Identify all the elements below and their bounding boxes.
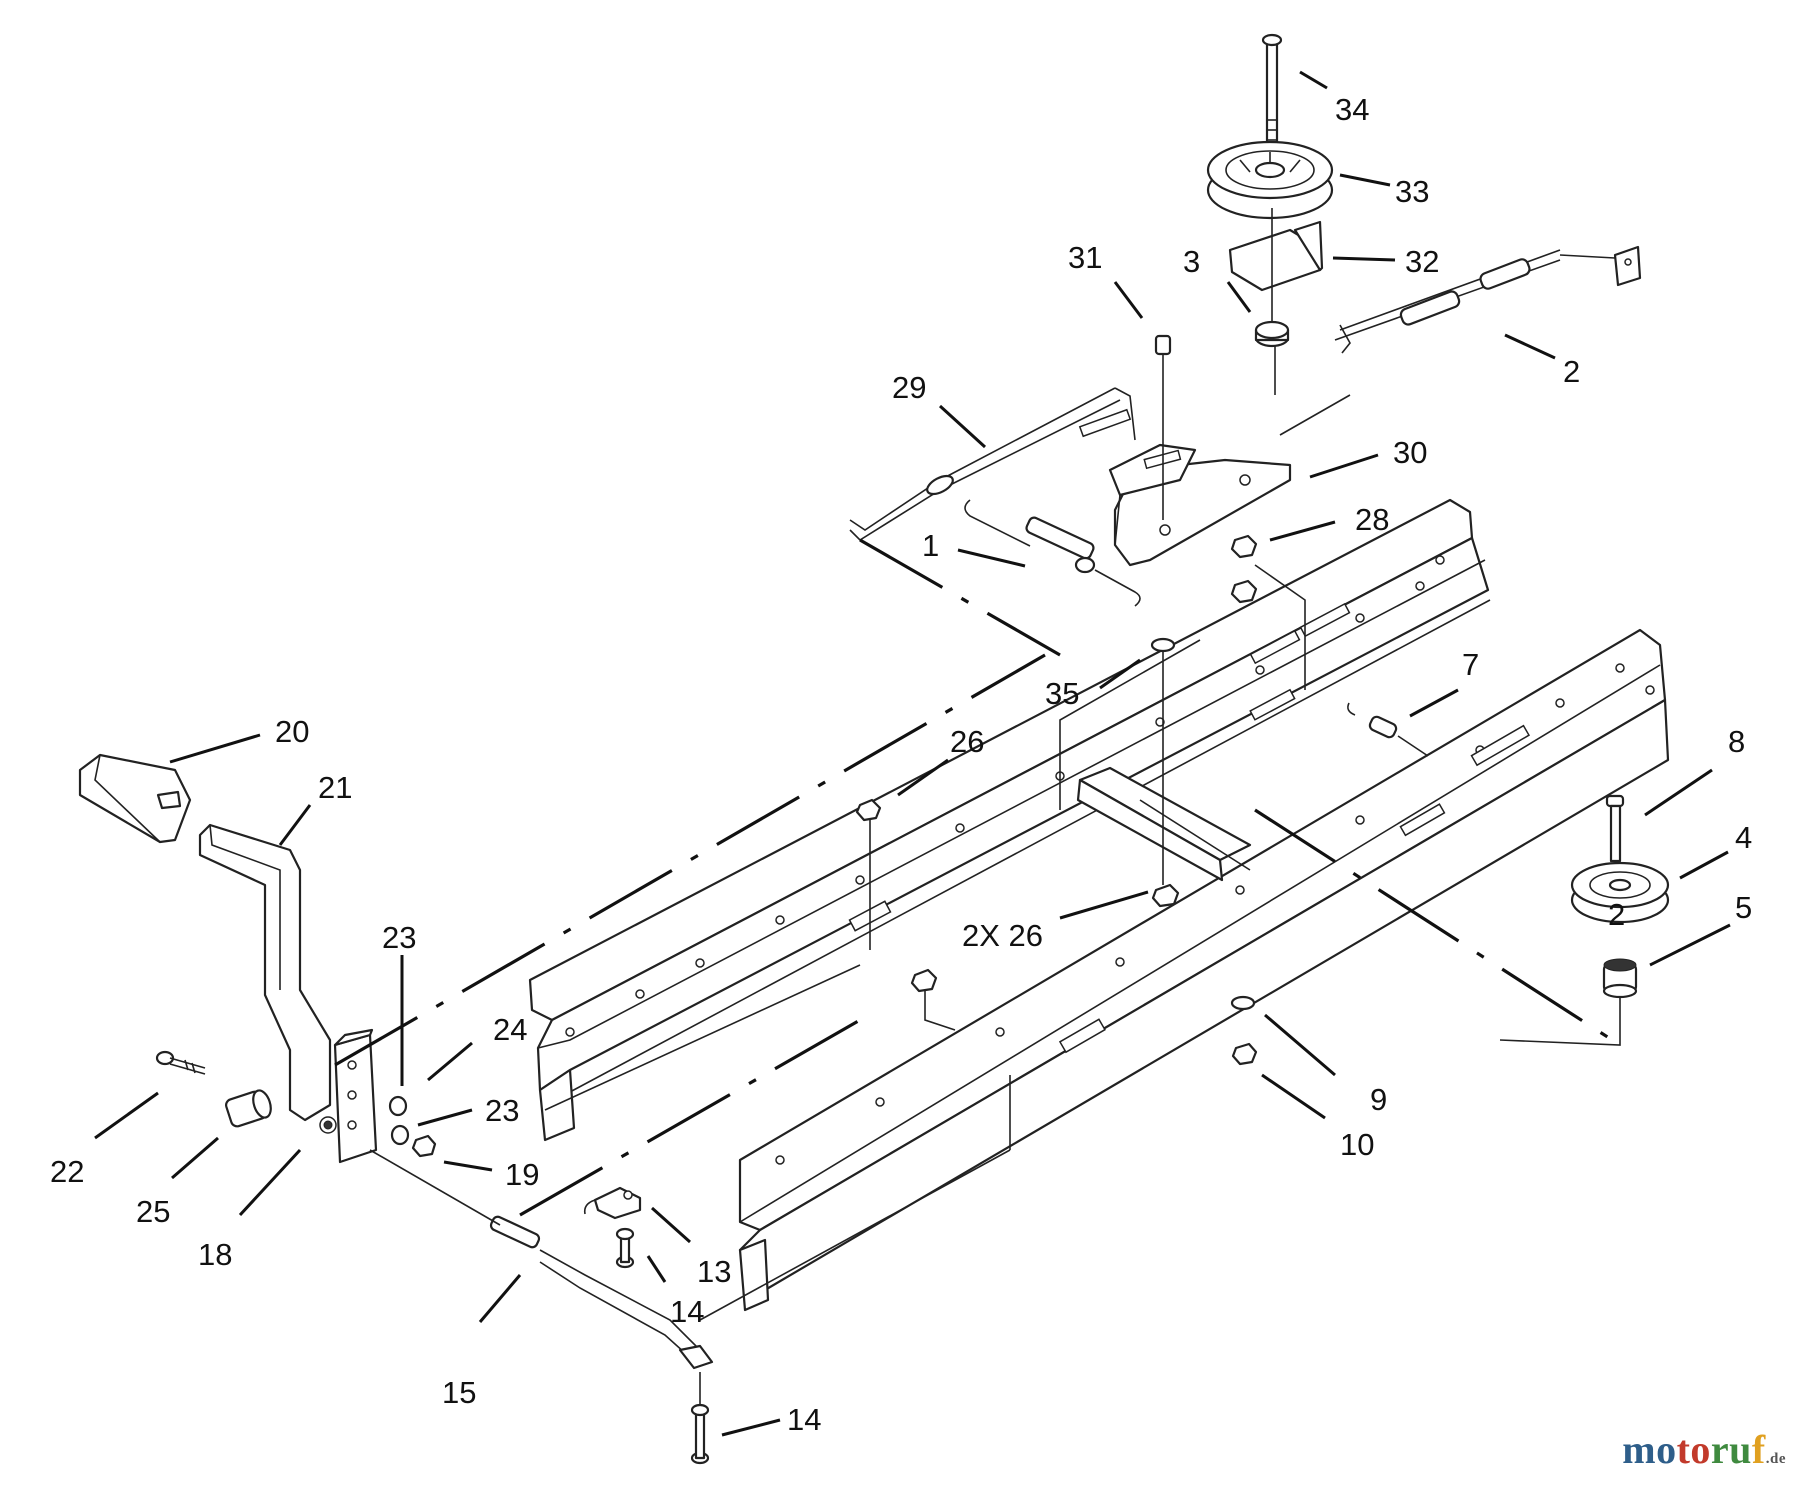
right-frame-rail bbox=[738, 628, 1670, 1312]
watermark-tld: .de bbox=[1765, 1451, 1786, 1467]
label-5: 5 bbox=[1735, 890, 1752, 925]
screws-14 bbox=[615, 1227, 710, 1465]
idler-arm-30 bbox=[1108, 443, 1292, 567]
nuts-28 bbox=[1230, 534, 1306, 690]
label-14-lower: 14 bbox=[787, 1402, 821, 1437]
label-22: 22 bbox=[50, 1154, 84, 1189]
centerlines bbox=[334, 538, 1621, 1217]
label-9: 9 bbox=[1370, 1082, 1387, 1117]
label-30: 30 bbox=[1393, 435, 1427, 470]
label-31: 31 bbox=[1068, 240, 1102, 275]
callout-labels: 34 33 32 31 3 2 29 30 1 28 35 7 20 21 26… bbox=[50, 92, 1752, 1437]
label-34: 34 bbox=[1335, 92, 1369, 127]
washer-9-nut-10 bbox=[1230, 995, 1258, 1066]
washer-35 bbox=[1059, 637, 1201, 810]
label-24: 24 bbox=[493, 1012, 527, 1047]
watermark-part4: f bbox=[1751, 1427, 1766, 1472]
label-28: 28 bbox=[1355, 502, 1389, 537]
nut-26 bbox=[855, 798, 1180, 1031]
watermark-part2: to bbox=[1676, 1427, 1711, 1472]
label-29: 29 bbox=[892, 370, 926, 405]
label-15: 15 bbox=[442, 1375, 476, 1410]
control-rod-29 bbox=[849, 387, 1136, 542]
bolt-34 bbox=[1261, 33, 1283, 160]
rod-15 bbox=[369, 1149, 714, 1370]
assembly-lines bbox=[544, 810, 1164, 1321]
label-3: 3 bbox=[1183, 244, 1200, 279]
left-frame-rail bbox=[528, 498, 1491, 1142]
leader-lines bbox=[94, 70, 1731, 1437]
pedal-pad-20 bbox=[78, 753, 192, 844]
label-7: 7 bbox=[1462, 647, 1479, 682]
motoruf-watermark: motoruf.de bbox=[1622, 1426, 1786, 1473]
bolt-8 bbox=[1605, 794, 1625, 863]
spring-1 bbox=[964, 499, 1141, 607]
label-8: 8 bbox=[1728, 724, 1745, 759]
pedal-arm-21 bbox=[198, 823, 332, 1122]
label-2x26: 2X 26 bbox=[962, 918, 1043, 953]
label-4: 4 bbox=[1735, 820, 1752, 855]
pivot-bracket-18 bbox=[319, 1028, 378, 1164]
watermark-part3: ru bbox=[1710, 1427, 1752, 1472]
watermark-part1: mo bbox=[1622, 1427, 1677, 1472]
bushing-25 bbox=[225, 1089, 272, 1128]
label-23-bottom: 23 bbox=[485, 1093, 519, 1128]
label-19: 19 bbox=[505, 1157, 539, 1192]
label-10: 10 bbox=[1340, 1127, 1374, 1162]
bolt-31 bbox=[1154, 334, 1172, 520]
label-2: 2 bbox=[1563, 354, 1580, 389]
label-25: 25 bbox=[136, 1194, 170, 1229]
spring-7 bbox=[1347, 702, 1429, 757]
clip-13 bbox=[583, 1186, 642, 1220]
label-33: 33 bbox=[1395, 174, 1429, 209]
label-14-upper: 14 bbox=[670, 1294, 704, 1329]
bolt-22 bbox=[155, 1050, 206, 1075]
spacer-5 bbox=[1499, 958, 1638, 1046]
washers-23-24-nut-19 bbox=[388, 1095, 437, 1158]
pulley-33 bbox=[1206, 140, 1334, 220]
label-23-top: 23 bbox=[382, 920, 416, 955]
label-35: 35 bbox=[1045, 676, 1079, 711]
label-13: 13 bbox=[697, 1254, 731, 1289]
bracket-32 bbox=[1228, 220, 1324, 292]
label-20: 20 bbox=[275, 714, 309, 749]
label-18: 18 bbox=[198, 1237, 232, 1272]
label-32: 32 bbox=[1405, 244, 1439, 279]
idler-spring-rod-2 bbox=[1279, 245, 1642, 436]
label-1: 1 bbox=[922, 528, 939, 563]
label-21: 21 bbox=[318, 770, 352, 805]
label-2-pulley: 2 bbox=[1608, 897, 1625, 932]
spacer-3 bbox=[1254, 208, 1290, 395]
cross-member bbox=[1076, 766, 1252, 882]
pulley-4 bbox=[1570, 861, 1670, 924]
label-26: 26 bbox=[950, 724, 984, 759]
